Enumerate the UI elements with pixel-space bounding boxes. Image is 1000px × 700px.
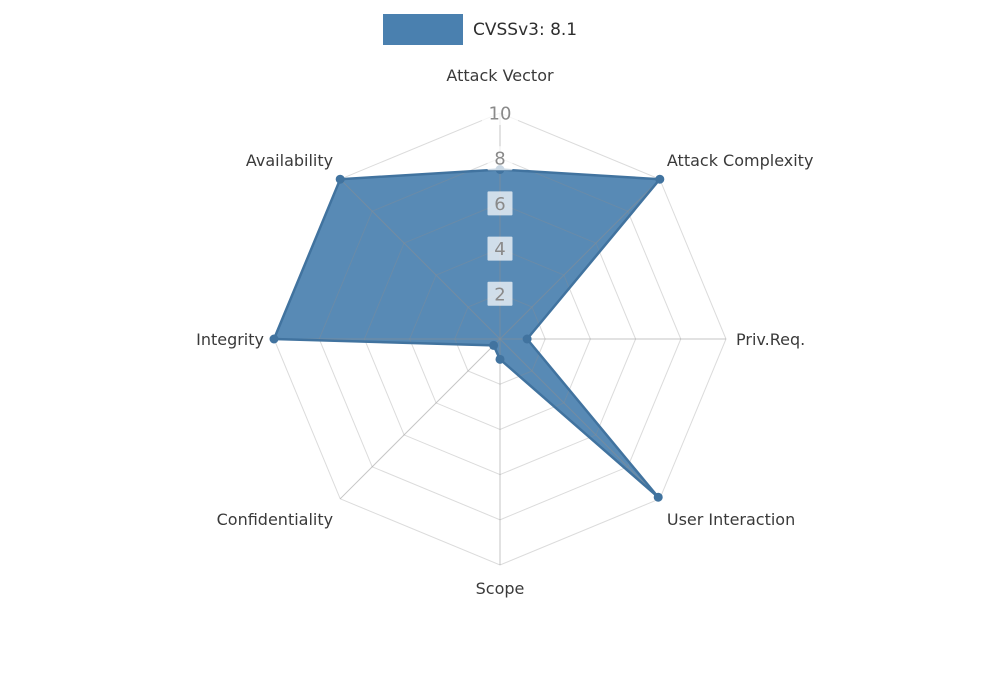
radar-vertex-dot: [653, 492, 663, 502]
legend-label: CVSSv3: 8.1: [473, 19, 578, 40]
radar-vertex-dot: [495, 354, 505, 364]
tick-label: 2: [494, 284, 505, 305]
grid-spoke: [339, 338, 501, 500]
radar-vertex-dot: [489, 340, 499, 350]
radar-vertex-dot: [335, 174, 345, 184]
axis-label: Integrity: [196, 330, 264, 349]
tick-box: [482, 101, 518, 125]
tick-box: [487, 191, 513, 216]
grid-spoke: [499, 178, 661, 340]
radar-fill: [274, 169, 660, 498]
legend-swatch: [383, 14, 463, 45]
tick-label: 4: [494, 239, 505, 260]
radar-vertex-dot: [269, 334, 279, 344]
grid-spoke: [339, 178, 501, 340]
tick-label: 6: [494, 194, 505, 215]
axis-label: Scope: [476, 579, 525, 598]
axis-label: Attack Complexity: [667, 151, 814, 170]
axis-label: Confidentiality: [217, 510, 333, 529]
radar-vertex-dot: [655, 174, 665, 184]
legend: CVSSv3: 8.1: [383, 14, 577, 45]
tick-box: [487, 146, 513, 171]
axis-label: Availability: [246, 151, 333, 170]
tick-label: 8: [494, 149, 505, 170]
tick-label: 10: [489, 104, 512, 125]
radar-vertex-dot: [522, 334, 532, 344]
tick-box: [487, 236, 513, 261]
axis-label: User Interaction: [667, 510, 795, 529]
grid-spoke: [499, 338, 661, 500]
axis-label: Priv.Req.: [736, 330, 805, 349]
axis-label: Attack Vector: [446, 66, 554, 85]
tick-box: [487, 281, 513, 306]
